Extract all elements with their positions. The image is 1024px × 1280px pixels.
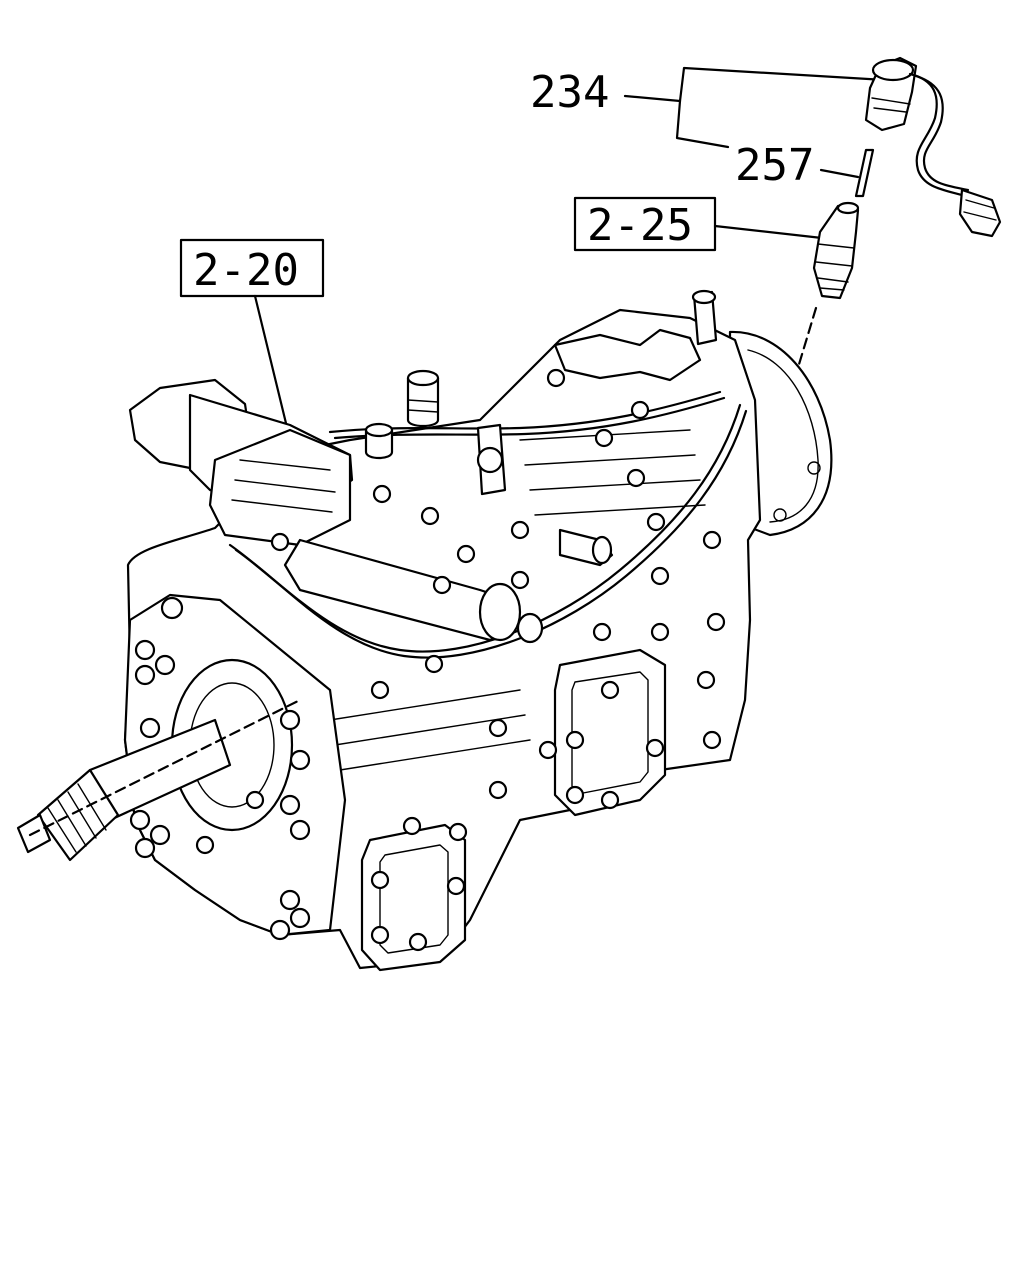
reverse-switch-top: [406, 369, 440, 387]
reverse-switch: [406, 376, 440, 428]
flange-bolts: [129, 639, 311, 941]
sensor-wire: [908, 72, 967, 198]
leader-234-top: [623, 66, 887, 103]
spline-teeth: [47, 783, 107, 853]
flange-bolt: [773, 508, 787, 522]
breather-tube-end: [591, 535, 613, 565]
callout-2-25[interactable]: 2-25: [573, 196, 824, 252]
callout-257-text: 257: [735, 140, 814, 191]
callout-2-25-box: [573, 196, 717, 252]
callout-234[interactable]: 234: [530, 66, 887, 149]
callout-234-text: 234: [530, 67, 609, 118]
leader-2-25: [713, 224, 824, 240]
transmission-assembly-2-20[interactable]: [16, 289, 833, 972]
pin-257[interactable]: [854, 148, 875, 198]
air-line-upper: [328, 390, 722, 434]
neutral-switch-top: [364, 422, 394, 438]
flange-bolt-2: [807, 461, 821, 475]
shift-rail-end: [478, 582, 522, 642]
sensor-cap: [871, 58, 915, 82]
callout-257[interactable]: 257: [735, 140, 860, 191]
rear-top-plate: [553, 328, 702, 382]
leader-257: [819, 168, 860, 179]
sensor-rings: [871, 97, 911, 113]
sleeve-body: [812, 204, 860, 300]
housing-bolts: [270, 368, 726, 952]
housing-ribs-lower: [329, 689, 531, 771]
pin-body: [854, 148, 875, 198]
sleeve-gear-teeth: [815, 243, 855, 291]
top-cover-block: [208, 428, 352, 547]
side-cover-upper: [553, 648, 667, 817]
air-valve-port: [476, 446, 504, 474]
top-cover-ribs: [231, 459, 336, 513]
callout-2-20-box: [179, 238, 325, 298]
connector-ribs: [963, 199, 997, 221]
front-port: [160, 596, 184, 620]
leader-234-bracket: [675, 99, 730, 149]
input-shaft-spline: [36, 768, 120, 862]
rear-flange-inner: [747, 349, 819, 523]
input-shaft-centerline: [28, 698, 302, 837]
sleeve-top: [836, 201, 860, 215]
side-cover-upper-inner: [571, 671, 649, 795]
reverse-switch-threads: [407, 399, 439, 413]
callout-2-25-text: 2-25: [587, 200, 693, 251]
sensor-wire-2: [914, 74, 970, 192]
callout-2-20-text: 2-20: [193, 245, 299, 296]
neutral-switch: [364, 428, 394, 460]
shift-rail-cap: [516, 612, 544, 644]
side-cover-lower-inner: [379, 844, 449, 954]
air-line-upper-2: [333, 396, 726, 440]
air-line-lower-2: [234, 409, 748, 659]
speed-sensor-234[interactable]: [864, 56, 1002, 238]
vent-plug-top: [691, 289, 717, 305]
